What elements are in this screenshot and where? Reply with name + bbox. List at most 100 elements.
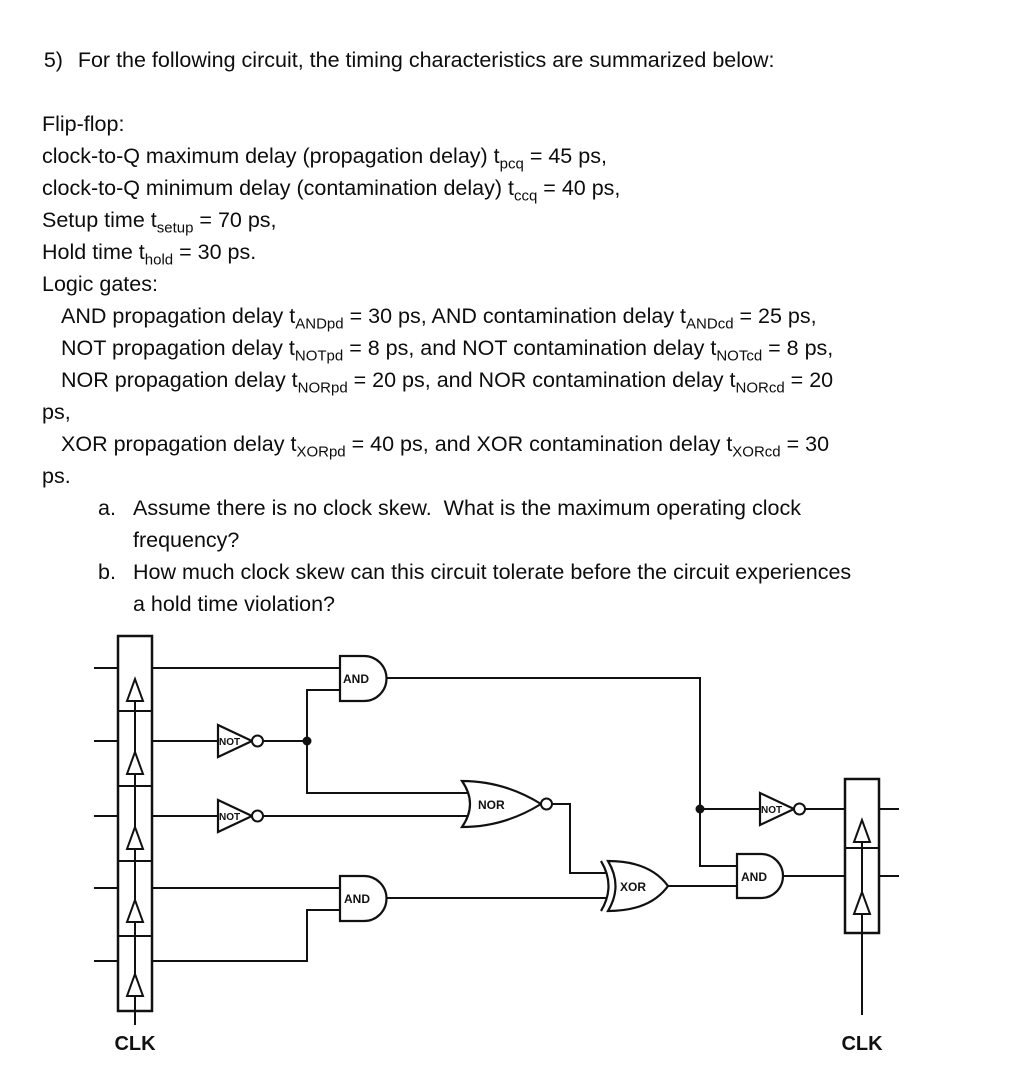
text-segment: clock-to-Q minimum delay (contamination … [42,176,514,200]
text-segment: ps. [42,464,71,488]
problem-number: 5) [43,48,63,72]
not3-label: NOT [761,805,782,816]
text-segment: XOR propagation delay t [61,432,297,456]
problem-line: Hold time thold = 30 ps. [42,236,1011,268]
not3-gate: NOT [758,791,806,827]
not1-gate: NOT [216,723,264,759]
clock-edge-icon [125,897,145,923]
text-segment: NOT propagation delay t [61,336,295,360]
text-segment: = 45 ps, [523,144,607,168]
problem-line: XOR propagation delay tXORpd = 40 ps, an… [42,428,1011,460]
clock-edge-icon [852,889,872,915]
problem-line: Logic gates: [42,268,1011,300]
not2-label: NOT [219,812,240,823]
and1-label: AND [343,672,369,686]
text-segment: = 40 ps, [537,176,621,200]
and1-gate: AND [338,654,388,703]
wire-node-to-nor [306,740,469,794]
text-segment: Setup time t [42,208,157,232]
problem-intro: For the following circuit, the timing ch… [77,48,775,72]
clock-edge-icon [125,824,145,850]
problem-intro-line: 5) For the following circuit, the timing … [8,12,1011,108]
subscript: NORpd [297,379,348,397]
problem-line: clock-to-Q maximum delay (propagation de… [42,140,1011,172]
text-segment: AND propagation delay t [61,304,296,328]
clk-label-right: CLK [841,1033,883,1055]
subscript: pcq [499,155,524,173]
problem-line: Flip-flop: [42,108,1011,140]
text-segment: = 30 ps. [173,240,257,264]
and2-label: AND [344,892,370,906]
and3-label: AND [741,870,767,884]
wire-nor-to-xor [551,803,607,874]
text-segment: Logic gates: [42,272,158,296]
subscript: XORcd [732,443,781,461]
junction-dot-2 [695,804,705,814]
problem-line: clock-to-Q minimum delay (contamination … [42,172,1011,204]
question-items: a. Assume there is no clock skew. What is… [98,492,1011,620]
text-segment: NOR propagation delay t [61,368,298,392]
subscript: setup [156,219,194,237]
text-segment: = 70 ps, [193,208,277,232]
subscript: ANDpd [295,315,344,333]
text-segment: = 30 [780,432,830,456]
item-line: How much clock skew can this circuit tol… [133,560,852,584]
text-segment: = 20 [784,368,834,392]
text-segment: = 8 ps, [762,336,834,360]
clk-label-left: CLK [114,1033,156,1055]
item-marker: b. [98,560,116,584]
clock-edge-icon [852,817,872,843]
text-segment: = 25 ps, [733,304,817,328]
text-segment: = 30 ps, AND contamination delay t [343,304,687,328]
text-segment: = 8 ps, and NOT contamination delay t [343,336,717,360]
problem-line: NOT propagation delay tNOTpd = 8 ps, and… [42,332,1011,364]
text-segment: Flip-flop: [42,112,125,136]
clock-edge-icon [125,676,145,702]
junction-dot-1 [302,736,312,746]
wire-node-to-and1 [306,689,341,742]
item-line: frequency? [133,528,240,552]
and2-gate: AND [338,874,388,923]
subscript: NOTpd [294,347,344,365]
right-register-clock-triangles [852,817,872,915]
gates: AND NOT NOT NOR AND [216,654,806,923]
nor1-gate: NOR [459,779,553,829]
item-line: Assume there is no clock skew. What is t… [133,496,801,520]
not2-gate: NOT [216,798,264,834]
left-register [116,634,154,1013]
problem-line: ps. [42,460,1011,492]
problem-line: NOR propagation delay tNORpd = 20 ps, an… [42,364,1011,396]
subscript: NORcd [735,379,785,397]
problem-line: Setup time tsetup = 70 ps, [42,204,1011,236]
item-text: Assume there is no clock skew. What is t… [133,492,801,556]
text-segment: Hold time t [42,240,145,264]
problem-line: AND propagation delay tANDpd = 30 ps, AN… [42,300,1011,332]
clock-edge-icon [125,971,145,997]
clock-edge-icon [125,749,145,775]
xor1-gate: XOR [600,859,670,913]
subscript: hold [144,251,174,269]
timing-spec-lines: Flip-flop: clock-to-Q maximum delay (prop… [42,108,1011,492]
subscript: ANDcd [686,315,734,333]
problem-statement: 5) For the following circuit, the timing … [8,12,1011,620]
text-segment: = 20 ps, and NOR contamination delay t [347,368,736,392]
problem-line: ps, [42,396,1011,428]
and3-gate: AND [735,852,785,900]
question-item: a. Assume there is no clock skew. What is… [98,492,1011,556]
subscript: NOTcd [716,347,763,365]
wire-ff5-to-and2 [151,909,341,962]
question-item: b. How much clock skew can this circuit t… [98,556,1011,620]
wire-and1-to-node2 [385,677,701,810]
not1-label: NOT [219,737,240,748]
wire-node2-to-and3 [699,808,738,867]
item-marker: a. [98,496,116,520]
wires [94,667,899,1025]
text-segment: clock-to-Q maximum delay (propagation de… [42,144,500,168]
circuit-diagram: AND NOT NOT NOR AND [94,634,899,1055]
nor1-label: NOR [478,798,505,812]
xor1-label: XOR [620,880,646,894]
text-segment: = 40 ps, and XOR contamination delay t [345,432,733,456]
subscript: XORpd [296,443,346,461]
left-register-clock-triangles [125,676,145,997]
